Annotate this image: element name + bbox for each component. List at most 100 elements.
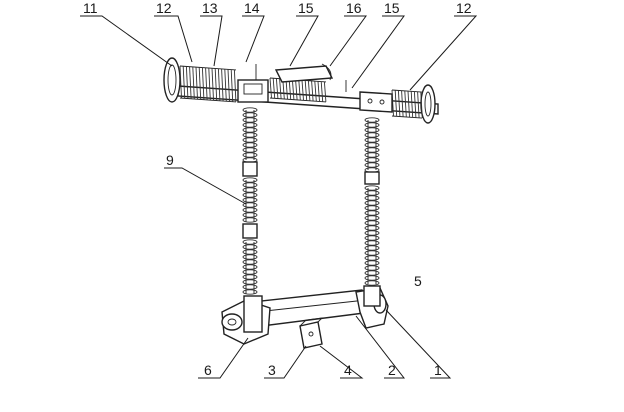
flexible-conductor-curl [321, 63, 332, 81]
leader-12a [154, 15, 193, 63]
right-post-lower-shed [364, 265, 380, 271]
left-post-lower-shed [242, 254, 258, 260]
right-post-lower-shed [364, 270, 380, 276]
left-cage-bottom-rail [179, 97, 237, 103]
center-cage-coil [323, 81, 327, 102]
left-post-lower-shed [242, 244, 258, 250]
center-cage-coil [301, 80, 304, 101]
right-cage-coil [420, 91, 423, 119]
left-post-lower-shed [242, 239, 258, 245]
top-assembly [163, 57, 439, 124]
left-post-middle-shed [242, 202, 258, 208]
callout-4: 4 [344, 362, 352, 378]
leader-14 [242, 15, 265, 63]
right-post-upper-shed [364, 127, 380, 133]
right-post-lower-shed [364, 280, 380, 286]
left-post-insulator [242, 107, 258, 295]
right-post-lower-shed [364, 245, 380, 251]
left-cage-coil [227, 69, 230, 102]
left-grading-ring [163, 57, 181, 103]
left-post-flange-2 [242, 223, 258, 239]
center-cage-bottom-rail [269, 97, 327, 103]
right-cage-coil [401, 90, 404, 117]
left-grading-ring-inner [167, 64, 177, 96]
right-cage-top-rail [391, 89, 423, 93]
leader-3 [264, 345, 307, 379]
right-post-upper-shed [364, 152, 380, 158]
left-post-middle-shed [242, 177, 258, 183]
right-post-upper-shed [364, 157, 380, 163]
left-post-upper-shed [242, 142, 258, 148]
right-post-lower-shed [364, 240, 380, 246]
left-post-lower-shed [242, 249, 258, 255]
callout-6: 6 [204, 362, 212, 378]
callout-13: 13 [202, 0, 218, 16]
right-post-lower-shed [364, 220, 380, 226]
callout-3: 3 [268, 362, 276, 378]
center-cage-coil [304, 80, 308, 101]
left-cage-coil [189, 66, 192, 99]
operating-box [299, 321, 323, 349]
left-cage-coil [195, 67, 198, 100]
left-cage-coil [233, 69, 237, 102]
hinge-block [237, 79, 269, 103]
center-contact-springs [269, 77, 327, 103]
center-cage-coil [317, 81, 320, 102]
left-post-middle-shed [242, 207, 258, 213]
left-post-upper-shed [242, 112, 258, 118]
right-post-upper-shed [364, 147, 380, 153]
callout-14: 14 [244, 0, 260, 16]
left-column-foot [243, 295, 263, 333]
left-cage-coil [221, 68, 224, 101]
right-contact-springs [391, 89, 423, 119]
left-post-upper-shed [242, 127, 258, 133]
right-post-upper-shed [364, 137, 380, 143]
right-post-lower-shed [364, 195, 380, 201]
leader-4 [319, 345, 364, 379]
right-post-lower-shed [364, 235, 380, 241]
center-cage-coil [269, 77, 272, 99]
center-cage-coil [311, 80, 314, 101]
left-post-lower-shed [242, 279, 258, 285]
left-cage-coil [198, 67, 202, 100]
right-cage-coil [413, 91, 417, 118]
left-cage-coil [185, 66, 189, 99]
left-cage-coil [205, 67, 208, 100]
left-cage-top-rail [179, 65, 237, 71]
left-post-upper-shed [242, 117, 258, 123]
center-cage-coil [320, 81, 324, 102]
center-cage-coil [307, 80, 311, 101]
right-grading-ring-inner [424, 91, 432, 117]
right-post-lower-shed [364, 250, 380, 256]
center-cage-coil [298, 79, 301, 101]
right-post-upper-shed [364, 122, 380, 128]
left-contact-springs [179, 65, 237, 103]
left-post-lower-shed [242, 269, 258, 275]
center-cage-coil [285, 79, 288, 100]
right-cage-coil [397, 90, 401, 117]
left-cage-coil [208, 67, 211, 101]
flexible-conductor [274, 65, 334, 83]
leader-6 [198, 337, 249, 379]
center-cage-coil [279, 78, 282, 99]
left-post-upper-shed [242, 122, 258, 128]
left-cage-coil [217, 68, 221, 101]
left-cage-coil [182, 66, 186, 99]
left-cage-coil [201, 67, 205, 100]
right-arm-bracket [359, 91, 393, 113]
right-cage-coil [404, 90, 407, 117]
left-post-middle-shed [242, 182, 258, 188]
center-cage-coil [275, 78, 279, 99]
right-post-flange [364, 171, 380, 185]
base-frame [221, 285, 389, 349]
right-post-upper-shed [364, 117, 380, 123]
callout-2: 2 [388, 362, 396, 378]
callout-labels: 11 12 13 14 15 16 15 12 9 5 6 3 4 2 1 [83, 0, 472, 378]
right-post-lower-shed [364, 225, 380, 231]
left-cage-coil [179, 65, 182, 99]
left-base-bearing [221, 313, 243, 331]
left-post-upper-shed [242, 132, 258, 138]
right-post-lower-shed [364, 230, 380, 236]
right-post-lower-shed [364, 215, 380, 221]
